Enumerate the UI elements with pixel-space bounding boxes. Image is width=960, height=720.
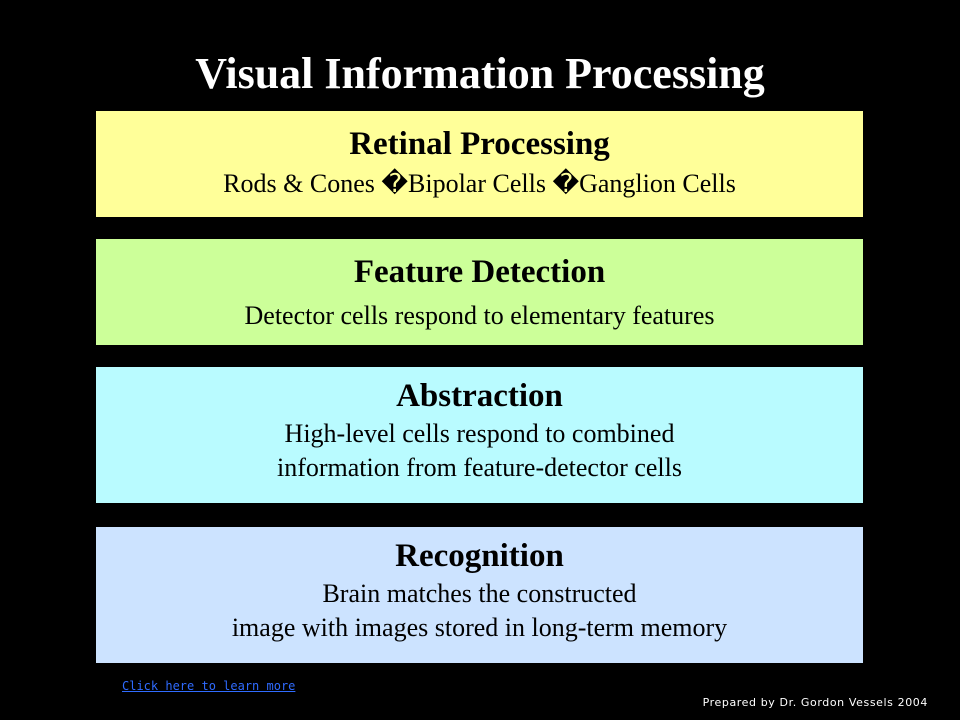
stage-description: High-level cells respond to combined inf… [277,419,682,482]
feature-detection-box: Feature Detection Detector cells respond… [96,239,863,345]
stage-description: Rods & Cones �Bipolar Cells �Ganglion Ce… [223,169,736,198]
stage-title: Retinal Processing [349,126,610,162]
learn-more-link[interactable]: Click here to learn more [122,679,296,693]
stage-title: Abstraction [396,378,563,414]
stage-description: Detector cells respond to elementary fea… [244,301,715,330]
retinal-processing-box: Retinal Processing Rods & Cones �Bipolar… [96,111,863,217]
recognition-box: Recognition Brain matches the constructe… [96,527,863,663]
author-credit: Prepared by Dr. Gordon Vessels 2004 [702,696,928,709]
stage-title: Feature Detection [353,254,606,290]
stage-description: Brain matches the constructed image with… [231,579,728,642]
stage-title: Recognition [395,538,564,574]
slide-title: Visual Information Processing [195,49,765,98]
abstraction-box: Abstraction High-level cells respond to … [96,367,863,503]
